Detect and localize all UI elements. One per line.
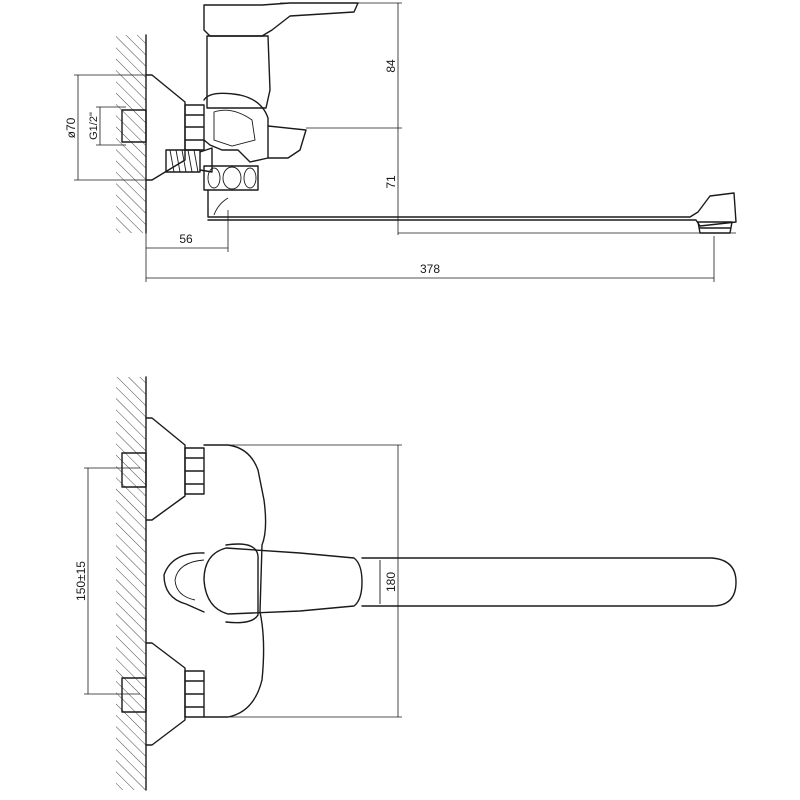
diverter-knob-detail <box>174 559 205 601</box>
eccentric-nut-upper <box>184 447 205 495</box>
spout-collar-side <box>203 165 259 191</box>
handle-lever-side <box>203 2 359 37</box>
handle-lever-top <box>203 547 363 615</box>
dim-g12-label: G1/2" <box>88 112 100 140</box>
diverter-knob-top <box>163 552 205 613</box>
hose-connector-side <box>165 147 213 173</box>
dim-84-label: 84 <box>384 59 398 73</box>
dim-56-label: 56 <box>179 232 193 246</box>
collar-ring-3 <box>243 167 257 189</box>
inlet-stub-lower <box>121 677 147 713</box>
inlet-stub-side <box>121 109 147 143</box>
wall-flange-upper <box>145 417 186 521</box>
dim-o70-label: ø70 <box>64 117 78 138</box>
valve-body-detail <box>213 109 256 147</box>
dim-378-label: 378 <box>420 262 440 276</box>
valve-body-side <box>203 92 269 163</box>
eccentric-nut-side <box>184 104 205 151</box>
dim-71-label: 71 <box>384 175 398 189</box>
wall-flange-lower <box>145 642 186 746</box>
spout-side <box>207 189 737 227</box>
collar-ring-2 <box>222 166 242 190</box>
collar-ring-1 <box>207 167 221 189</box>
cartridge-hub-top <box>225 543 259 624</box>
spout-top <box>361 557 737 607</box>
eccentric-nut-lower <box>184 670 205 718</box>
wall-hatching-side <box>116 35 146 233</box>
spout-bend-detail <box>213 197 229 216</box>
dim-180-label: 180 <box>384 572 398 592</box>
cartridge-body-side <box>206 35 271 109</box>
diverter-knob-side <box>267 125 307 159</box>
dim-150-label: 150±15 <box>74 561 88 601</box>
valve-body-top <box>203 444 267 718</box>
side-view: 84 71 ø70 G1/2" 56 378 <box>64 2 737 282</box>
inlet-stub-upper <box>121 452 147 488</box>
top-view: 150±15 180 <box>74 376 737 791</box>
wall-hatching-top <box>116 377 146 790</box>
